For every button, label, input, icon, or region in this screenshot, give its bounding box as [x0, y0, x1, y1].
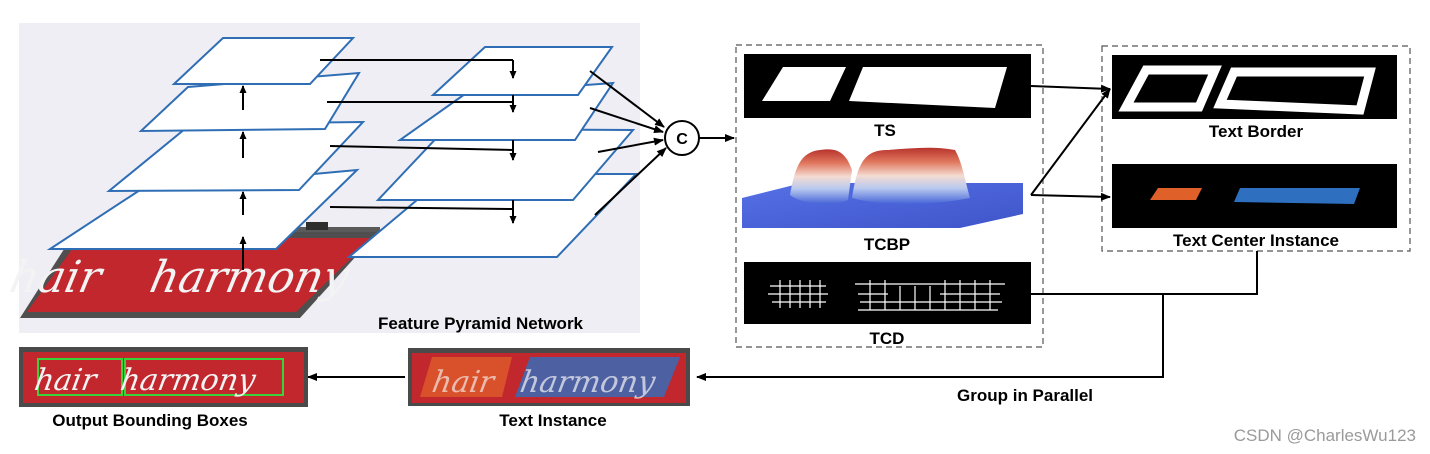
concat-label: C [676, 131, 688, 148]
lateral-connections [320, 59, 517, 224]
ts-label: TS [874, 121, 896, 140]
fpn-top-down-planes [346, 46, 639, 258]
arrow-icon [696, 294, 1164, 381]
arrow-icon [1030, 88, 1111, 196]
group-in-parallel-label: Group in Parallel [957, 386, 1094, 405]
group-routing [696, 251, 1258, 381]
svg-text:hair: hair [6, 252, 109, 302]
svg-text:hair: hair [429, 365, 498, 400]
tcd-label: TCD [869, 329, 905, 348]
text-center-map [1112, 164, 1397, 228]
output-boxes-image: hair harmony [19, 347, 308, 407]
fpn-panel: hair harmony [6, 23, 667, 333]
sign-photo: hair harmony [6, 222, 380, 318]
fpn-left-plane-4 [171, 37, 356, 85]
fpn-bottom-up-planes [46, 37, 366, 250]
center-instance-blue [1234, 188, 1360, 204]
tcbp-map [742, 147, 1023, 228]
svg-text:harmony: harmony [517, 365, 658, 400]
svg-text:hair: hair [32, 363, 101, 398]
center-instance-orange [1150, 188, 1202, 200]
text-instance-image: hair harmony [408, 348, 690, 406]
output-boxes-label: Output Bounding Boxes [52, 411, 248, 430]
tcbp-label: TCBP [863, 235, 911, 254]
svg-text:harmony: harmony [146, 252, 355, 302]
fpn-label: Feature Pyramid Network [378, 314, 584, 333]
text-center-instance-label: Text Center Instance [1173, 231, 1339, 250]
instances-dashed-box [1101, 45, 1411, 252]
tcd-map [744, 262, 1031, 324]
bbox-harmony [124, 358, 284, 396]
concat-inputs [589, 70, 667, 216]
text-instance-label: Text Instance [499, 411, 607, 430]
text-border-map [1112, 55, 1397, 119]
ts-map [744, 54, 1031, 118]
bbox-hair [37, 358, 123, 396]
arrow-icon [1030, 84, 1111, 93]
vector-field-icon [768, 280, 1005, 311]
concat-node: C [664, 120, 700, 156]
text-border-label: Text Border [1208, 122, 1304, 141]
map-arrows [1030, 84, 1111, 201]
arrow-icon [1030, 192, 1111, 201]
svg-text:harmony: harmony [118, 363, 259, 398]
watermark: CSDN @CharlesWu123 [1233, 426, 1416, 445]
outputs-dashed-box [735, 44, 1044, 348]
